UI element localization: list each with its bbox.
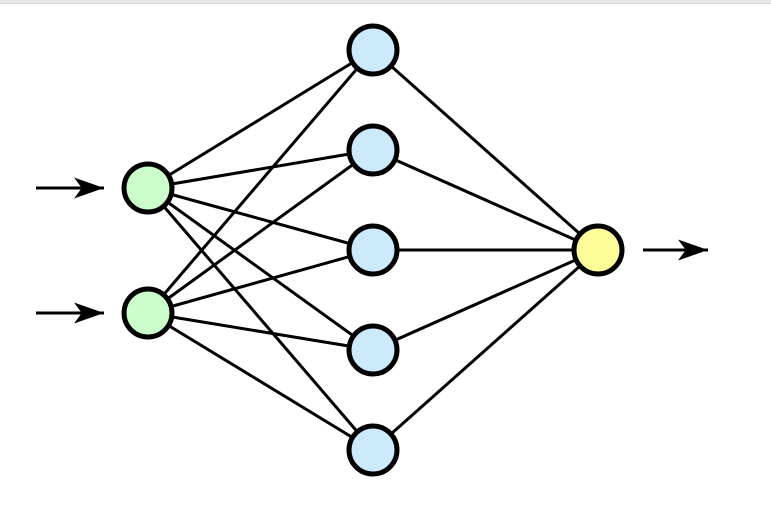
edge-h5-o1 bbox=[372, 248, 599, 452]
edge-i2-h1 bbox=[146, 49, 375, 314]
input-node-2 bbox=[121, 286, 175, 340]
edge-i2-h3 bbox=[147, 248, 374, 315]
edge-i2-h5 bbox=[147, 311, 374, 452]
arrows-group bbox=[36, 177, 708, 324]
edge-i1-h3 bbox=[147, 186, 374, 252]
output-node-1 bbox=[571, 223, 625, 277]
edge-i1-h4 bbox=[147, 186, 374, 352]
input-node-1 bbox=[121, 161, 175, 215]
hidden-node-5 bbox=[346, 423, 400, 477]
edges-group bbox=[146, 48, 599, 452]
hidden-node-1 bbox=[346, 23, 400, 77]
hidden-node-2 bbox=[346, 123, 400, 177]
edge-i2-h4 bbox=[147, 311, 374, 352]
edge-h4-o1 bbox=[372, 248, 599, 352]
nodes-group bbox=[121, 23, 625, 477]
edge-i1-h2 bbox=[147, 148, 374, 190]
edge-i2-h2 bbox=[147, 148, 374, 315]
edge-i1-h1 bbox=[147, 48, 374, 190]
hidden-node-3 bbox=[346, 223, 400, 277]
hidden-node-4 bbox=[346, 323, 400, 377]
edge-h1-o1 bbox=[372, 48, 599, 252]
edge-h2-o1 bbox=[372, 148, 599, 252]
edge-i1-h5 bbox=[146, 187, 375, 451]
window-top-border bbox=[0, 0, 771, 4]
